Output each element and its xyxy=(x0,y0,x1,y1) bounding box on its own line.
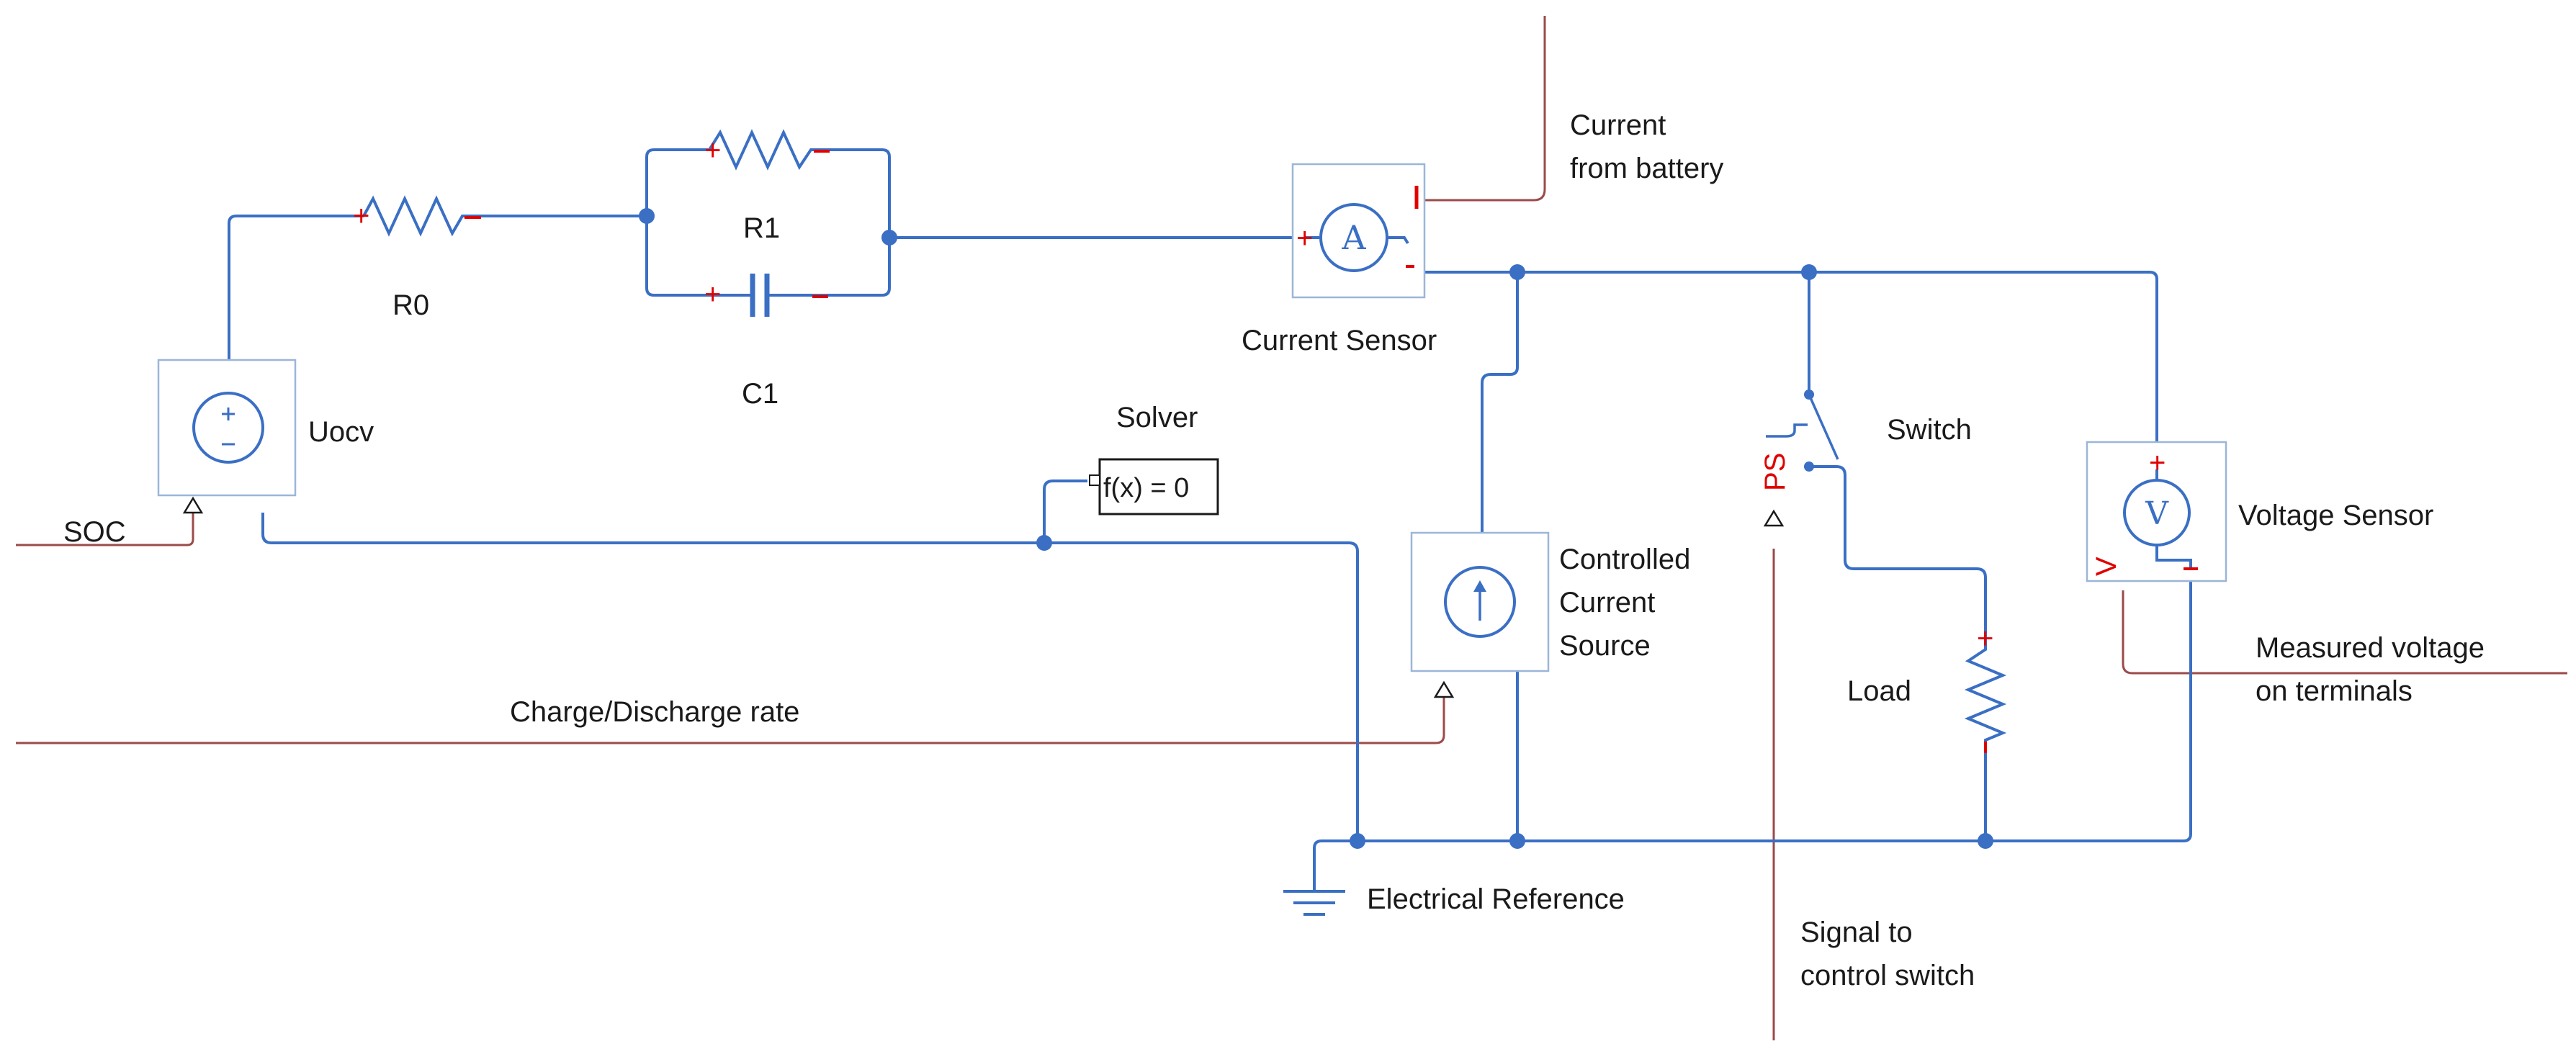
svg-text:+: + xyxy=(1296,222,1313,254)
svg-text:+: + xyxy=(704,135,721,166)
junction-nodes xyxy=(639,208,1993,849)
uocv-label: Uocv xyxy=(308,416,374,448)
voltage-signal-line xyxy=(2122,590,2567,675)
current-signal-line xyxy=(1424,16,1546,202)
electrical-reference[interactable] xyxy=(1283,890,1345,916)
switch[interactable]: PS xyxy=(1759,390,1839,527)
voltage-sensor[interactable]: V + V xyxy=(2086,441,2227,582)
r0-label: R0 xyxy=(392,289,429,321)
soc-label: SOC xyxy=(63,516,126,548)
solver-equation: f(x) = 0 xyxy=(1103,473,1189,503)
measured-voltage-label-1: Measured voltage xyxy=(2256,632,2485,664)
uocv-voltage-source[interactable] xyxy=(157,359,297,514)
r1-label: R1 xyxy=(743,212,780,244)
load-resistor[interactable]: + xyxy=(1964,623,2007,753)
soc-signal-line xyxy=(16,513,194,546)
charge-rate-signal-line xyxy=(16,697,1445,744)
ccs-label-3: Source xyxy=(1559,630,1651,662)
solver-label: Solver xyxy=(1116,402,1198,433)
electrical-reference-label: Electrical Reference xyxy=(1367,883,1625,915)
voltage-sensor-label: Voltage Sensor xyxy=(2238,500,2433,531)
r1-resistor[interactable]: + xyxy=(704,129,830,171)
load-label: Load xyxy=(1847,675,1911,707)
r0-resistor[interactable]: + xyxy=(353,195,481,237)
svg-text:+: + xyxy=(353,200,369,232)
switch-signal-label-1: Signal to xyxy=(1800,917,1913,948)
c1-label: C1 xyxy=(742,378,778,410)
ccs-label-2: Current xyxy=(1559,587,1655,618)
controlled-current-source[interactable] xyxy=(1410,531,1550,698)
svg-text:+: + xyxy=(704,279,721,310)
svg-text:+: + xyxy=(2149,447,2166,479)
current-sensor[interactable]: A + xyxy=(1291,163,1426,299)
solver-block[interactable]: f(x) = 0 xyxy=(1089,458,1219,516)
current-sensor-label: Current Sensor xyxy=(1242,325,1437,356)
signal-lines xyxy=(16,16,2567,1040)
switch-label: Switch xyxy=(1887,414,1972,446)
ps-port-label: PS xyxy=(1759,453,1791,491)
c1-capacitor[interactable]: + xyxy=(704,274,828,317)
wire-uocv-ground xyxy=(261,513,1359,841)
measured-voltage-label-2: on terminals xyxy=(2256,675,2413,707)
wires xyxy=(228,148,2192,891)
voltmeter-symbol: V xyxy=(2145,495,2169,532)
ccs-label-1: Controlled xyxy=(1559,544,1690,575)
current-signal-label-1: Current xyxy=(1570,109,1666,141)
ammeter-symbol: A xyxy=(1341,218,1366,257)
wire-bottom-rail xyxy=(1357,569,2192,842)
voltage-port-label: V xyxy=(2091,557,2122,576)
wire-rc-top xyxy=(645,148,709,216)
current-signal-label-2: from battery xyxy=(1570,153,1723,184)
wire-uocv-r0 xyxy=(228,215,364,360)
switch-signal-label-2: control switch xyxy=(1800,960,1975,991)
wire-rc-bottom xyxy=(645,216,709,297)
charge-rate-label: Charge/Discharge rate xyxy=(510,696,799,728)
svg-text:+: + xyxy=(1977,623,1993,654)
